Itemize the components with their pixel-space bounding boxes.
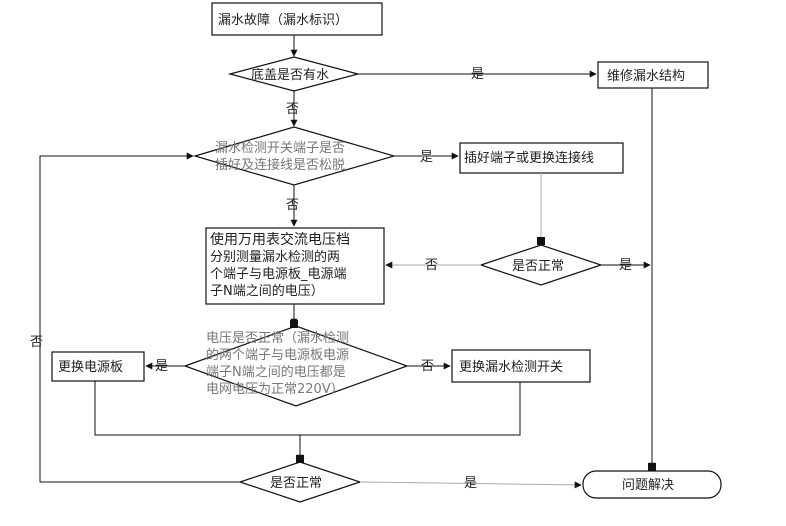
edge-merge xyxy=(94,381,521,436)
edge-label-qv-no: 否 xyxy=(421,359,434,374)
junction-marker-1 xyxy=(537,237,545,245)
edge-label-qb-yes: 是 xyxy=(464,476,477,491)
edge-label-qr-yes: 是 xyxy=(619,258,632,273)
fix-terminal-box xyxy=(459,142,624,174)
replace-switch-box xyxy=(451,349,591,383)
repair-label: 维修漏水结构 xyxy=(607,68,685,84)
decision-normal-right-label: 是否正常 xyxy=(512,259,564,274)
fix-terminal-label: 插好端子或更换连接线 xyxy=(464,150,594,166)
edge-label-loop-no: 否 xyxy=(30,335,43,350)
decision-terminal-label-2: 插好及连接线是否松脱 xyxy=(215,157,345,173)
replace-power-board-box xyxy=(51,351,145,382)
replace-switch-label: 更换漏水检测开关 xyxy=(459,359,563,375)
decision-voltage-label-3: 端子N端之间的电压都是 xyxy=(206,364,346,380)
replace-power-board-label: 更换电源板 xyxy=(58,360,123,375)
decision-terminal xyxy=(192,126,397,186)
decision-terminal-label-1: 漏水检测开关端子是否 xyxy=(215,140,345,156)
multimeter-box xyxy=(205,227,385,305)
edge-label-q1-no: 否 xyxy=(286,102,299,117)
decision-voltage-label-4: 电网电压为正常220V） xyxy=(206,382,344,397)
multimeter-label-4: 子N端之间的电压） xyxy=(210,283,324,299)
start-box xyxy=(211,2,383,36)
edge-label-qv-yes: 是 xyxy=(155,359,168,374)
solved-label: 问题解决 xyxy=(622,478,674,493)
edge-label-q1-yes: 是 xyxy=(471,67,484,82)
multimeter-label-1: 使用万用表交流电压档 xyxy=(210,231,350,248)
decision-voltage-label-1: 电压是否正常（漏水检测 xyxy=(206,330,349,346)
edge-qb-yes xyxy=(359,481,582,489)
junction-marker-4 xyxy=(648,463,656,471)
multimeter-label-2: 分别测量漏水检测的两 xyxy=(210,249,340,265)
edge-label-q2-yes: 是 xyxy=(420,150,433,165)
junction-marker-3 xyxy=(296,455,304,463)
edge-label-qr-no: 否 xyxy=(425,258,438,273)
repair-box xyxy=(597,61,709,89)
junction-marker-2 xyxy=(290,320,298,328)
edge-qb-no xyxy=(39,152,240,483)
decision-normal-bottom-label: 是否正常 xyxy=(270,476,322,491)
multimeter-label-3: 个端子与电源板_电源端 xyxy=(210,267,347,282)
decision-voltage-label-2: 的两个端子与电源板电源 xyxy=(206,347,349,363)
start-label: 漏水故障（漏水标识） xyxy=(218,12,348,28)
decision-bottom-water-label: 底盖是否有水 xyxy=(251,67,329,83)
edge-label-q2-no: 否 xyxy=(286,198,299,213)
